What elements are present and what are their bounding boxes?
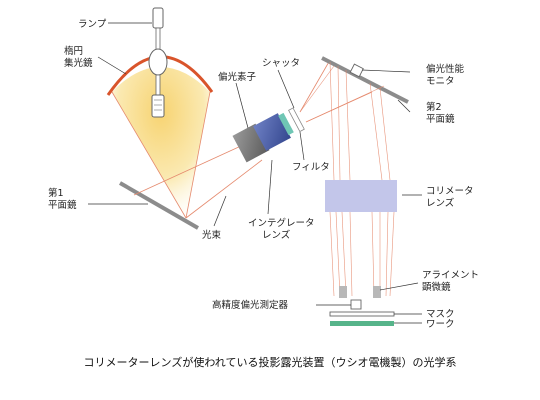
label-alignment-1: アライメント (422, 270, 479, 281)
second-plane-mirror (321, 56, 409, 104)
alignment-microscope-right (373, 286, 381, 298)
label-mirror2-2: 平面鏡 (426, 113, 455, 125)
collimator-lens (325, 180, 397, 212)
label-alignment-2: 顕微鏡 (422, 281, 451, 293)
label-mask: マスク (426, 309, 455, 320)
filter (288, 107, 305, 133)
label-pol-meter: 高精度偏光測定器 (212, 299, 289, 311)
label-collimator-1: コリメータ (426, 186, 474, 197)
first-plane-mirror (119, 181, 199, 230)
label-integrator-2: レンズ (262, 229, 291, 241)
label-mirror2-1: 第2 (426, 101, 442, 113)
figure-caption: コリメーターレンズが使われている投影露光装置（ウシオ電機製）の光学系 (84, 355, 457, 369)
label-pol-monitor-1: 偏光性能 (426, 63, 465, 75)
polarization-meter (350, 299, 362, 310)
label-polarizer: 偏光素子 (218, 71, 257, 83)
collimated-rays (329, 211, 395, 297)
leader-lines (88, 22, 422, 324)
label-mirror1-2: 平面鏡 (48, 199, 77, 211)
lamp-icon (148, 7, 168, 118)
label-ellipse-1: 楕円 (64, 45, 83, 57)
mask (329, 311, 395, 317)
work (330, 321, 394, 326)
alignment-microscope-left (339, 286, 347, 298)
polarization-monitor (349, 63, 364, 78)
shutter (278, 112, 294, 136)
collimator-input-rays (299, 61, 391, 181)
label-integrator-1: インテグレータ (248, 217, 315, 229)
label-pol-monitor-2: モニタ (426, 76, 455, 87)
integrator-lens (253, 113, 291, 151)
label-filter: フィルタ (292, 162, 330, 173)
label-lamp: ランプ (78, 19, 107, 30)
label-collimator-2: レンズ (426, 197, 455, 209)
label-shutter: シャッタ (262, 58, 300, 69)
label-beam: 光束 (202, 229, 222, 241)
label-work: ワーク (426, 319, 455, 330)
label-mirror1-1: 第1 (48, 187, 64, 199)
light-cone (111, 67, 211, 219)
label-ellipse-2: 集光鏡 (64, 57, 93, 69)
